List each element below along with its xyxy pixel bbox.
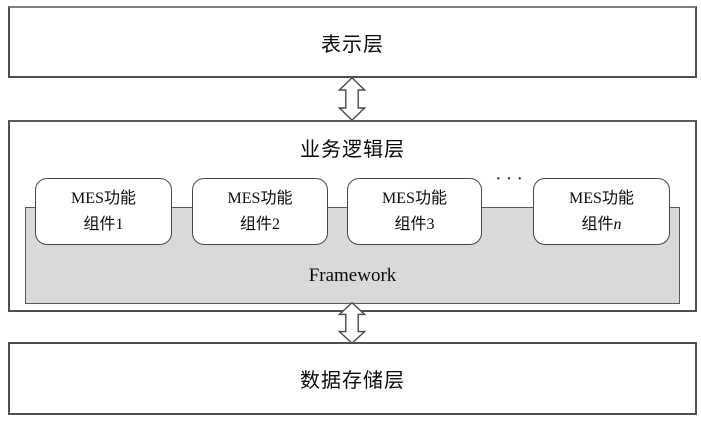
mes-component-n-box: MES功能 组件n: [533, 178, 670, 245]
mes-component-2-label-line1: MES功能: [227, 189, 293, 207]
data-storage-layer-label: 数据存储层: [300, 370, 405, 392]
ellipsis-dots: ···: [495, 168, 527, 190]
mes-component-2-label-line2: 组件2: [239, 215, 280, 233]
double-arrow-top-icon: [338, 77, 366, 121]
presentation-layer-label: 表示层: [321, 33, 384, 56]
mes-component-3-label-line2: 组件3: [394, 215, 435, 233]
mes-component-1-box: MES功能 组件1: [35, 178, 172, 245]
framework-label: Framework: [308, 265, 397, 286]
mes-component-3-label-line1: MES功能: [382, 189, 447, 207]
mes-component-1-label-line2: 组件1: [83, 215, 124, 233]
double-arrow-bottom-icon: [338, 302, 366, 344]
mes-component-1-label-line1: MES功能: [71, 189, 136, 207]
presentation-layer-box: 表示层: [8, 6, 697, 78]
mes-component-n-label-line1: MES功能: [569, 189, 634, 207]
mes-component-3-box: MES功能 组件3: [347, 178, 482, 245]
mes-component-2-box: MES功能 组件2: [192, 178, 328, 245]
mes-component-n-label-line2: 组件n: [581, 215, 622, 233]
business-logic-layer-label: 业务逻辑层: [300, 139, 405, 161]
data-storage-layer-box: 数据存储层: [8, 342, 697, 415]
